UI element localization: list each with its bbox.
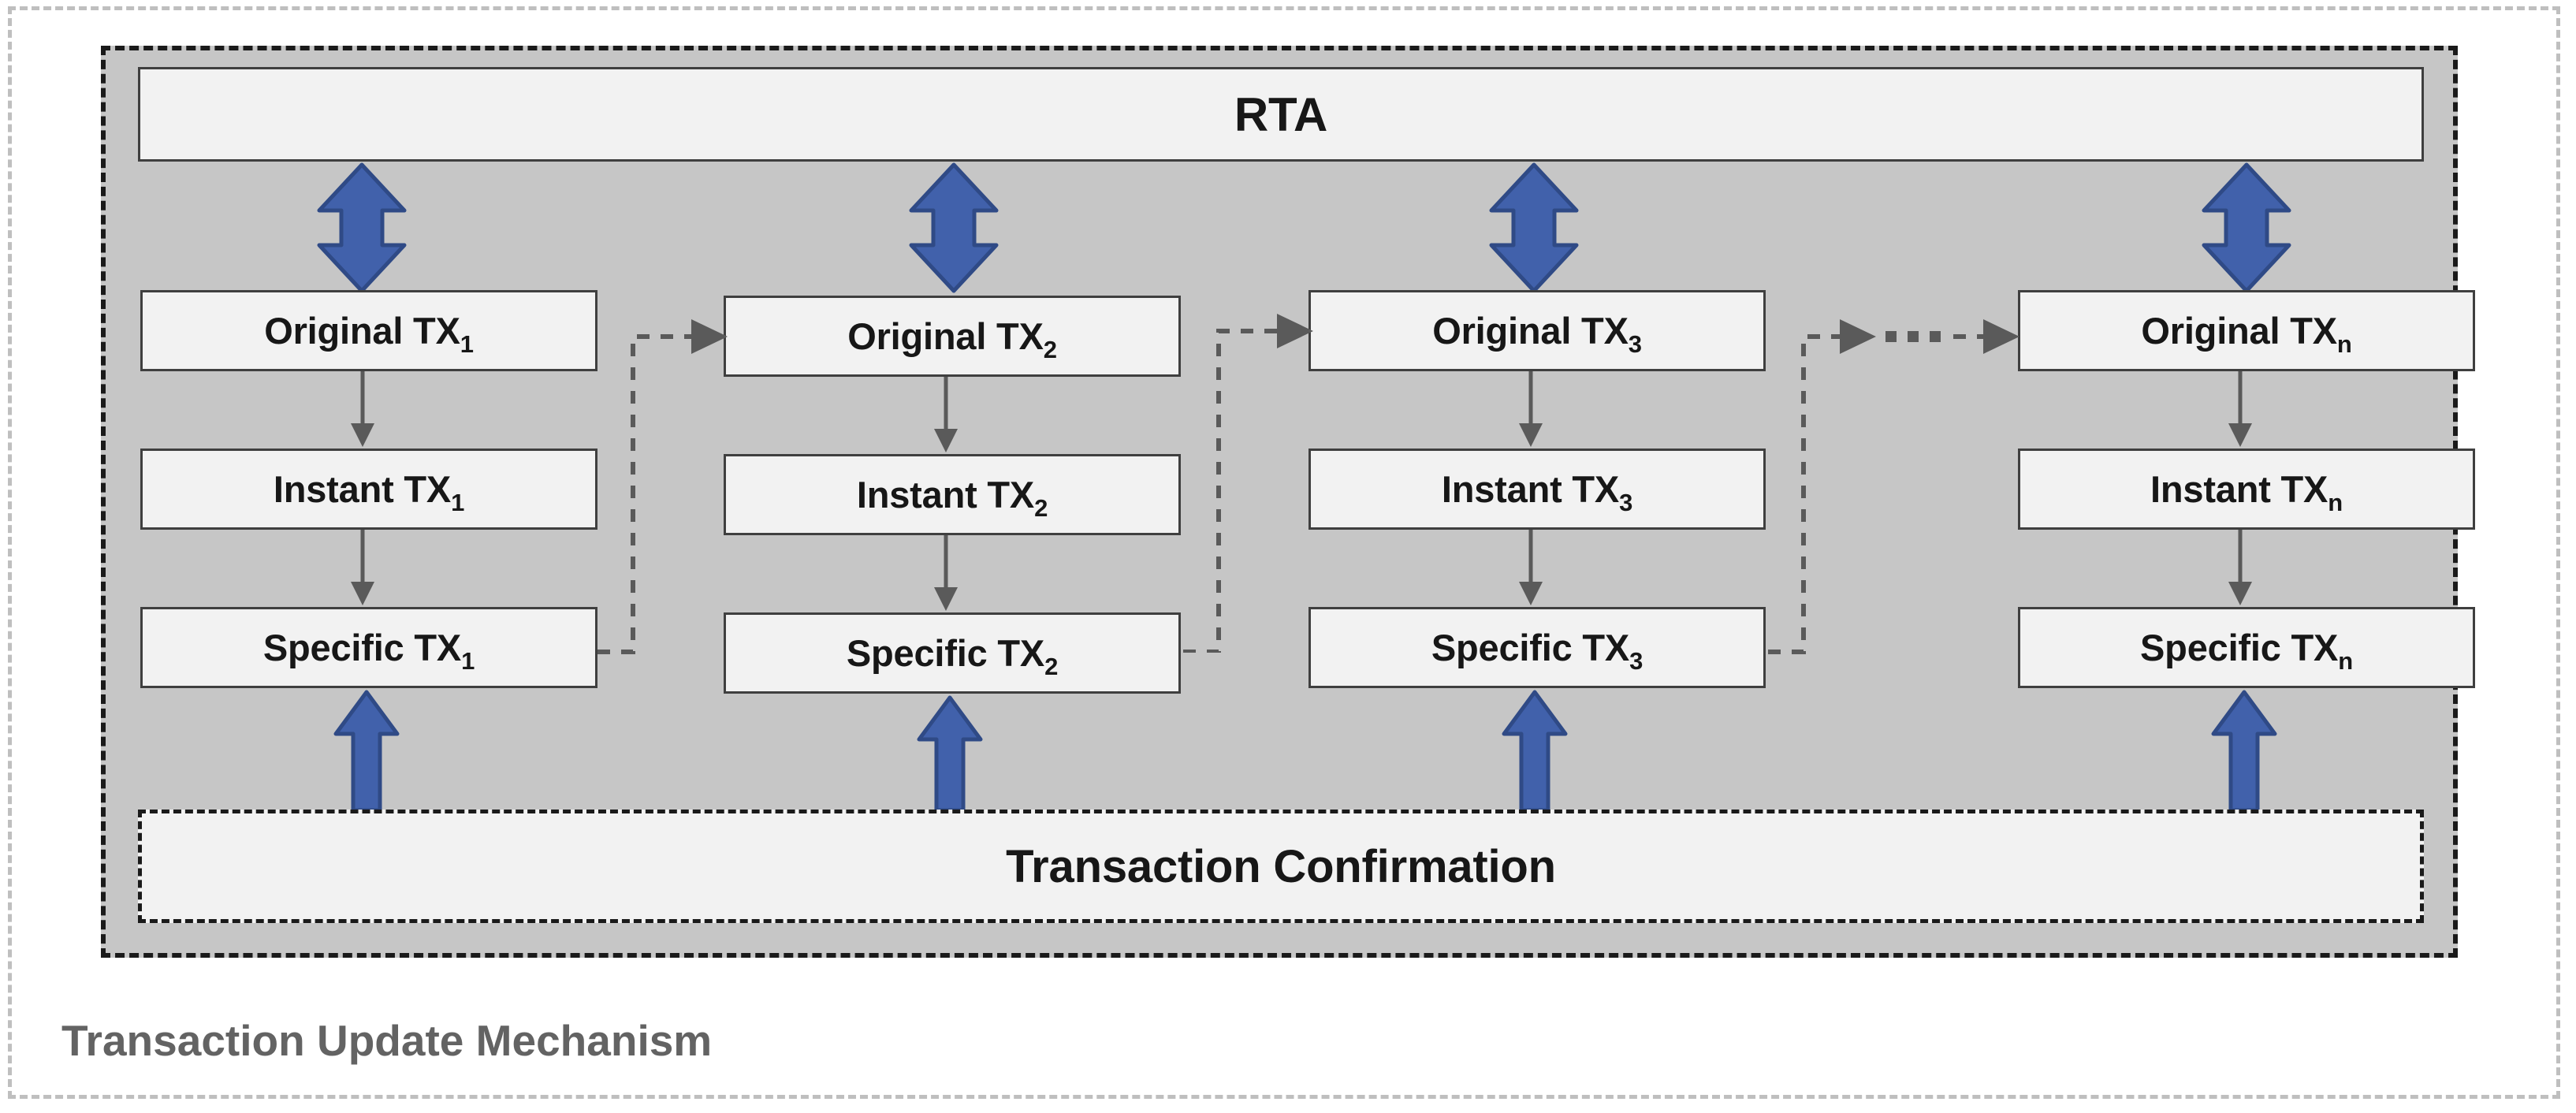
box-label-specific-3: Specific TX3	[1431, 627, 1644, 675]
outer-dashed-frame	[8, 6, 2560, 1099]
box-label-instant-2: Instant TX2	[856, 474, 1048, 522]
box-label-instant-1: Instant TX1	[273, 468, 465, 516]
rta-box[interactable]: RTA	[138, 67, 2424, 162]
box-specific-tx-1[interactable]: Specific TX1	[140, 607, 597, 688]
figure-caption: Transaction Update Mechanism	[61, 1016, 713, 1065]
up-arrow-confirmation-col3	[1502, 690, 1568, 813]
bidirectional-arrow-rta-coln	[2202, 162, 2291, 293]
box-instant-tx-2[interactable]: Instant TX2	[724, 454, 1181, 535]
box-label-original-2: Original TX2	[847, 315, 1057, 363]
down-arrow-instant-to-specific-1	[351, 530, 374, 605]
box-label-original-1: Original TX1	[264, 310, 474, 358]
down-arrow-instant-to-specific-3	[1519, 530, 1543, 605]
up-arrow-confirmation-col2	[917, 695, 983, 813]
down-arrow-original-to-instant-1	[351, 371, 374, 447]
box-instant-tx-3[interactable]: Instant TX3	[1308, 449, 1766, 530]
bidirectional-arrow-rta-col2	[909, 162, 999, 293]
box-original-tx-1[interactable]: Original TX1	[140, 290, 597, 371]
box-original-tx-2[interactable]: Original TX2	[724, 296, 1181, 377]
down-arrow-original-to-instant-2	[934, 377, 958, 452]
down-arrow-original-to-instant-n	[2228, 371, 2252, 447]
box-label-original-3: Original TX3	[1432, 310, 1642, 358]
transaction-confirmation-label: Transaction Confirmation	[1006, 840, 1556, 892]
box-instant-tx-n[interactable]: Instant TXn	[2018, 449, 2475, 530]
down-arrow-original-to-instant-3	[1519, 371, 1543, 447]
bidirectional-arrow-rta-col3	[1489, 162, 1579, 293]
box-original-tx-n[interactable]: Original TXn	[2018, 290, 2475, 371]
box-label-original-n: Original TXn	[2141, 310, 2352, 358]
down-arrow-instant-to-specific-2	[934, 535, 958, 611]
down-arrow-instant-to-specific-n	[2228, 530, 2252, 605]
box-label-instant-n: Instant TXn	[2150, 468, 2343, 516]
box-label-specific-n: Specific TXn	[2140, 627, 2353, 675]
dotted-connector-2-to-3	[1183, 314, 1313, 653]
box-specific-tx-2[interactable]: Specific TX2	[724, 612, 1181, 694]
dotted-connector-3-to-n	[1768, 319, 2019, 654]
box-label-specific-2: Specific TX2	[846, 632, 1059, 680]
box-label-specific-1: Specific TX1	[262, 627, 475, 675]
box-instant-tx-1[interactable]: Instant TX1	[140, 449, 597, 530]
box-original-tx-3[interactable]: Original TX3	[1308, 290, 1766, 371]
box-label-instant-3: Instant TX3	[1441, 468, 1633, 516]
box-specific-tx-n[interactable]: Specific TXn	[2018, 607, 2475, 688]
up-arrow-confirmation-coln	[2211, 690, 2277, 813]
bidirectional-arrow-rta-col1	[317, 162, 407, 293]
box-specific-tx-3[interactable]: Specific TX3	[1308, 607, 1766, 688]
up-arrow-confirmation-col1	[333, 690, 400, 813]
dotted-connector-1-to-2	[597, 319, 728, 654]
transaction-confirmation-box[interactable]: Transaction Confirmation	[138, 810, 2424, 923]
rta-label: RTA	[1234, 87, 1328, 141]
